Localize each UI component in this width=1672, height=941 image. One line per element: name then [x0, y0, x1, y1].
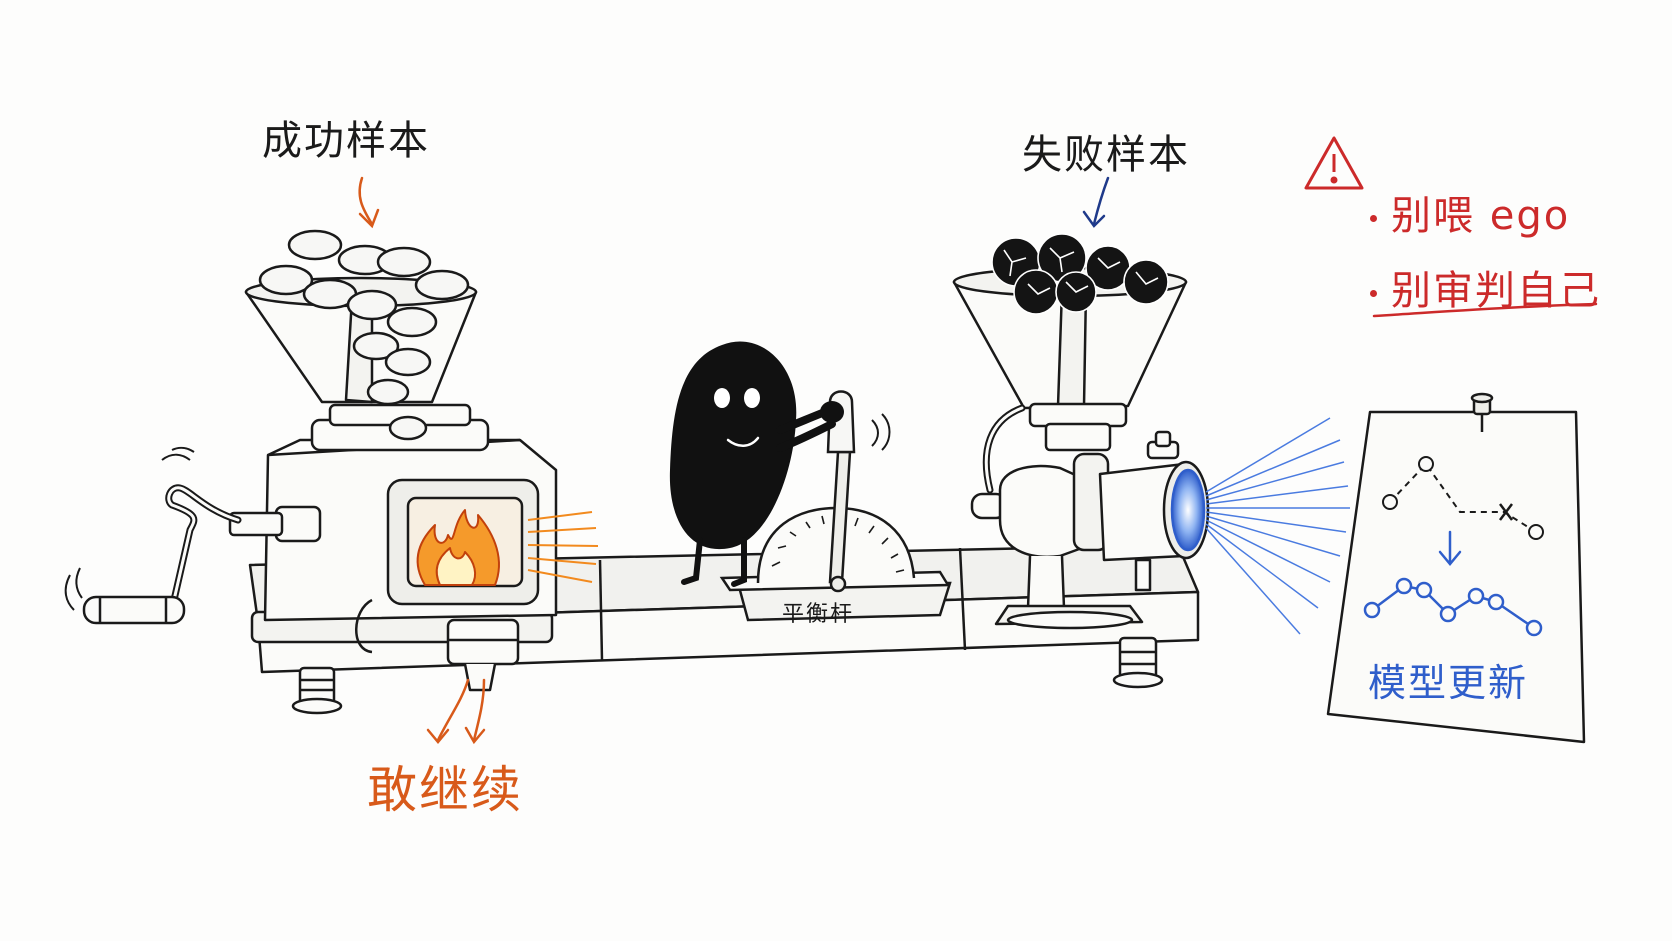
down-arrow-icon: [1438, 530, 1462, 566]
failure-sample-balls: [991, 233, 1169, 315]
blue-arrow: [1082, 176, 1110, 228]
warning-text: 别喂 ego: [1391, 193, 1571, 239]
balance-lever-gauge: [719, 390, 952, 622]
warning-item: 别审判自己: [1370, 258, 1601, 316]
success-sample-pucks: [258, 229, 470, 441]
pushpin-icon: [1470, 392, 1494, 432]
orange-arrows: [358, 176, 486, 745]
success-oven-machine: [64, 276, 599, 692]
character-blob: [669, 341, 844, 587]
bullet-dot: [1370, 214, 1377, 222]
balance-lever-label: 平衡杆: [782, 602, 855, 627]
blue-light-rays: [1205, 417, 1350, 635]
success-samples-label: 成功样本: [262, 118, 430, 164]
warning-underline: [1372, 302, 1598, 318]
model-update-label: 模型更新: [1368, 661, 1529, 705]
crank-handle-icon: [82, 484, 242, 625]
new-path-graph: [1363, 577, 1543, 637]
old-path-graph: [1382, 456, 1544, 540]
failure-samples-label: 失败样本: [1022, 132, 1190, 178]
warning-text: 别审判自己: [1391, 268, 1601, 314]
dare-continue-label: 敢继续: [367, 761, 523, 819]
fire-icon: [416, 509, 500, 586]
warning-icon: [1304, 136, 1364, 190]
bullet-dot: [1370, 289, 1377, 297]
warning-item: 别喂 ego: [1370, 183, 1570, 241]
